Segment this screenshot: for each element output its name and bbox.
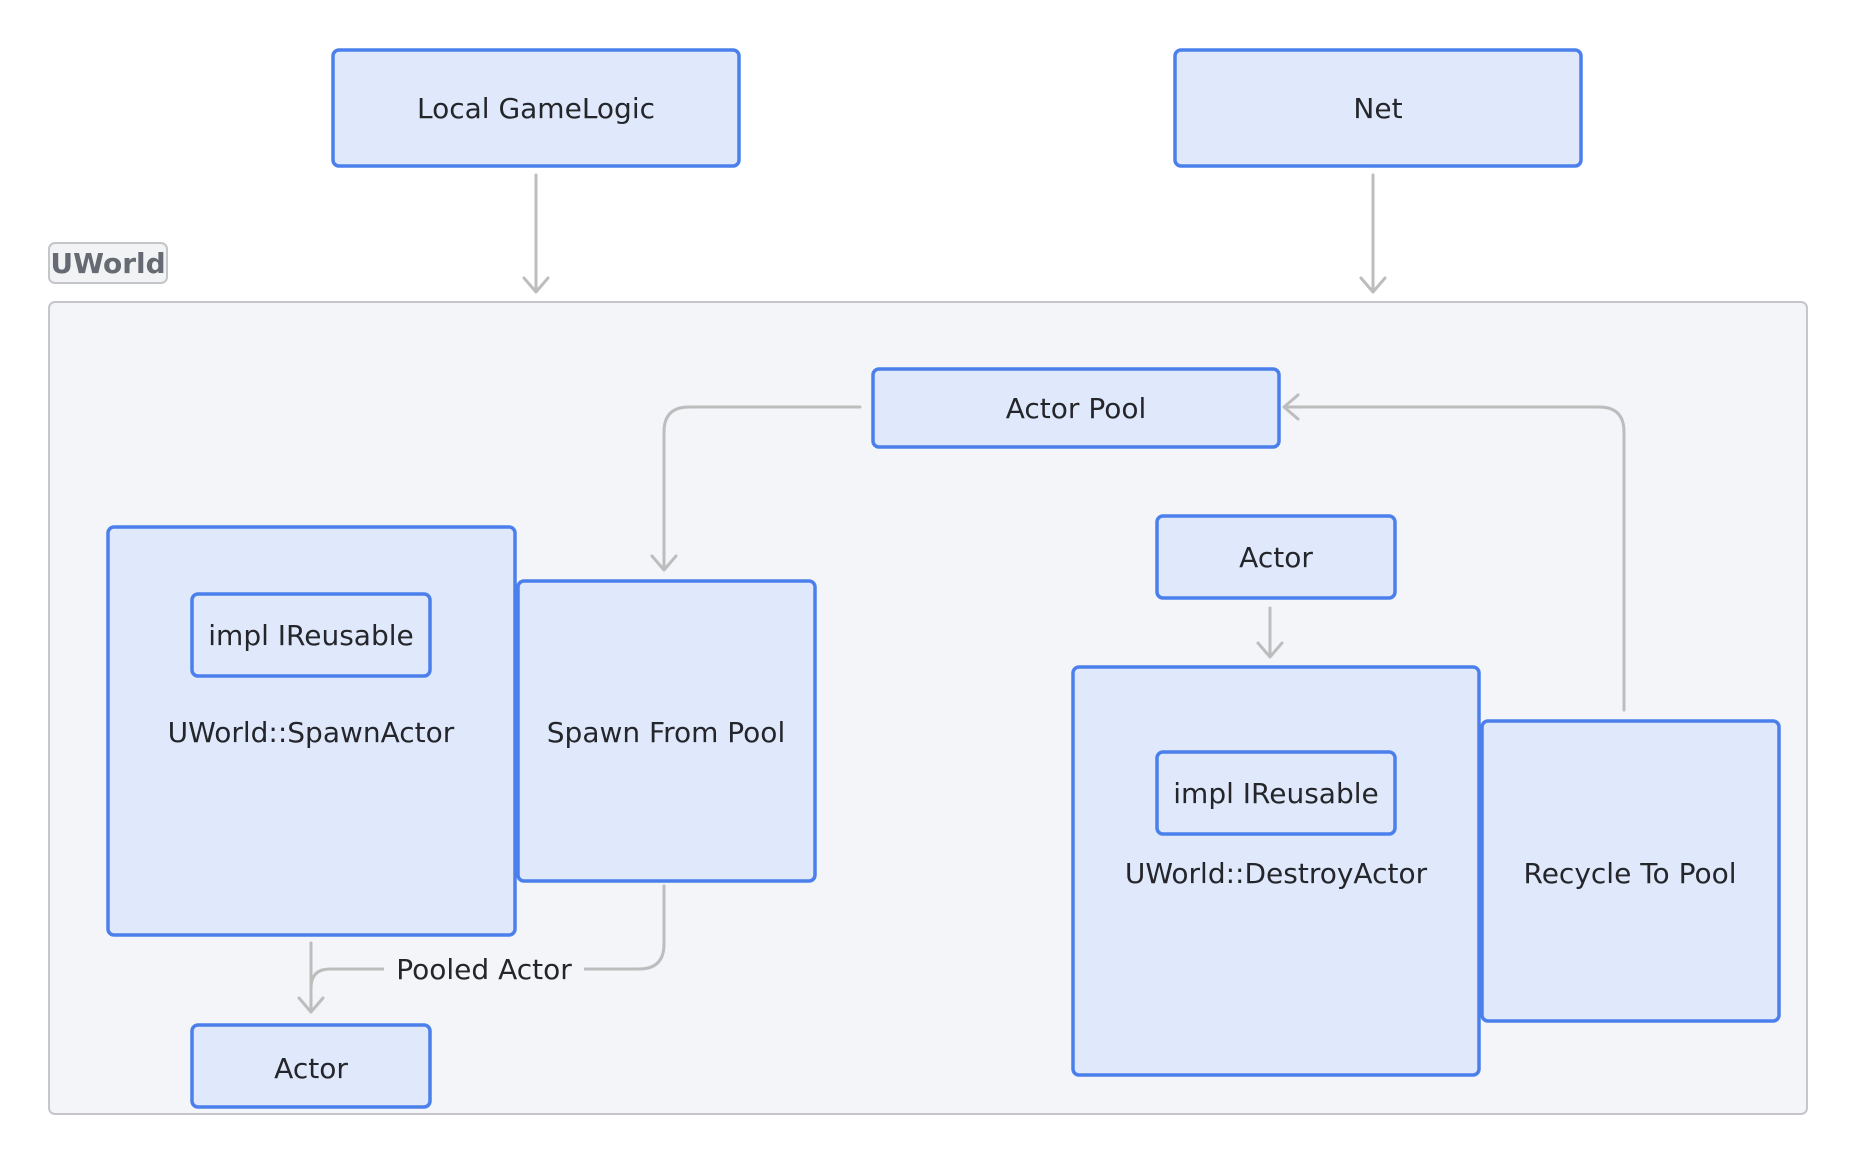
node-destroy-actor-label: UWorld::DestroyActor xyxy=(1125,857,1428,890)
node-actor-bottom-label: Actor xyxy=(274,1052,348,1085)
uworld-group-label-box xyxy=(48,242,168,284)
node-local-gamelogic-label: Local GameLogic xyxy=(417,92,655,125)
edge-recycle-to-actor-pool xyxy=(1284,405,1626,712)
node-net[interactable]: Net xyxy=(1173,48,1583,168)
arrowhead-net xyxy=(1359,276,1387,294)
node-recycle-to-pool-label: Recycle To Pool xyxy=(1524,857,1737,890)
arrowhead-local-gamelogic xyxy=(522,276,550,294)
node-spawn-from-pool[interactable]: Spawn From Pool xyxy=(516,579,817,883)
node-destroy-impl-label: impl IReusable xyxy=(1173,777,1378,810)
node-local-gamelogic[interactable]: Local GameLogic xyxy=(331,48,741,168)
arrowhead-actor-bottom xyxy=(297,996,325,1014)
node-actor-pool[interactable]: Actor Pool xyxy=(871,367,1281,449)
node-actor-top[interactable]: Actor xyxy=(1155,514,1397,600)
node-net-label: Net xyxy=(1353,92,1402,125)
node-actor-bottom[interactable]: Actor xyxy=(190,1023,432,1109)
arrowhead-spawn-from-pool xyxy=(650,554,678,572)
pooled-actor-label-background xyxy=(384,948,584,990)
node-destroy-actor[interactable]: UWorld::DestroyActor xyxy=(1071,665,1481,1077)
arrowhead-destroy-actor xyxy=(1256,641,1284,659)
node-spawn-impl[interactable]: impl IReusable xyxy=(190,592,432,678)
node-spawn-actor-label: UWorld::SpawnActor xyxy=(168,716,455,749)
arrowhead-actor-pool xyxy=(1282,393,1300,421)
node-actor-top-label: Actor xyxy=(1239,541,1313,574)
node-actor-pool-label: Actor Pool xyxy=(1006,392,1147,425)
node-recycle-to-pool[interactable]: Recycle To Pool xyxy=(1480,719,1781,1023)
node-spawn-from-pool-label: Spawn From Pool xyxy=(547,716,785,749)
node-spawn-actor[interactable]: UWorld::SpawnActor xyxy=(106,525,517,937)
edge-actor-pool-to-spawn-from-pool xyxy=(662,405,862,570)
node-destroy-impl[interactable]: impl IReusable xyxy=(1155,750,1397,836)
pooled-actor-label-group: Pooled Actor xyxy=(384,948,584,990)
node-spawn-impl-label: impl IReusable xyxy=(208,619,413,652)
pooled-actor-label: Pooled Actor xyxy=(396,953,572,986)
uworld-group-label: UWorld xyxy=(50,247,165,280)
